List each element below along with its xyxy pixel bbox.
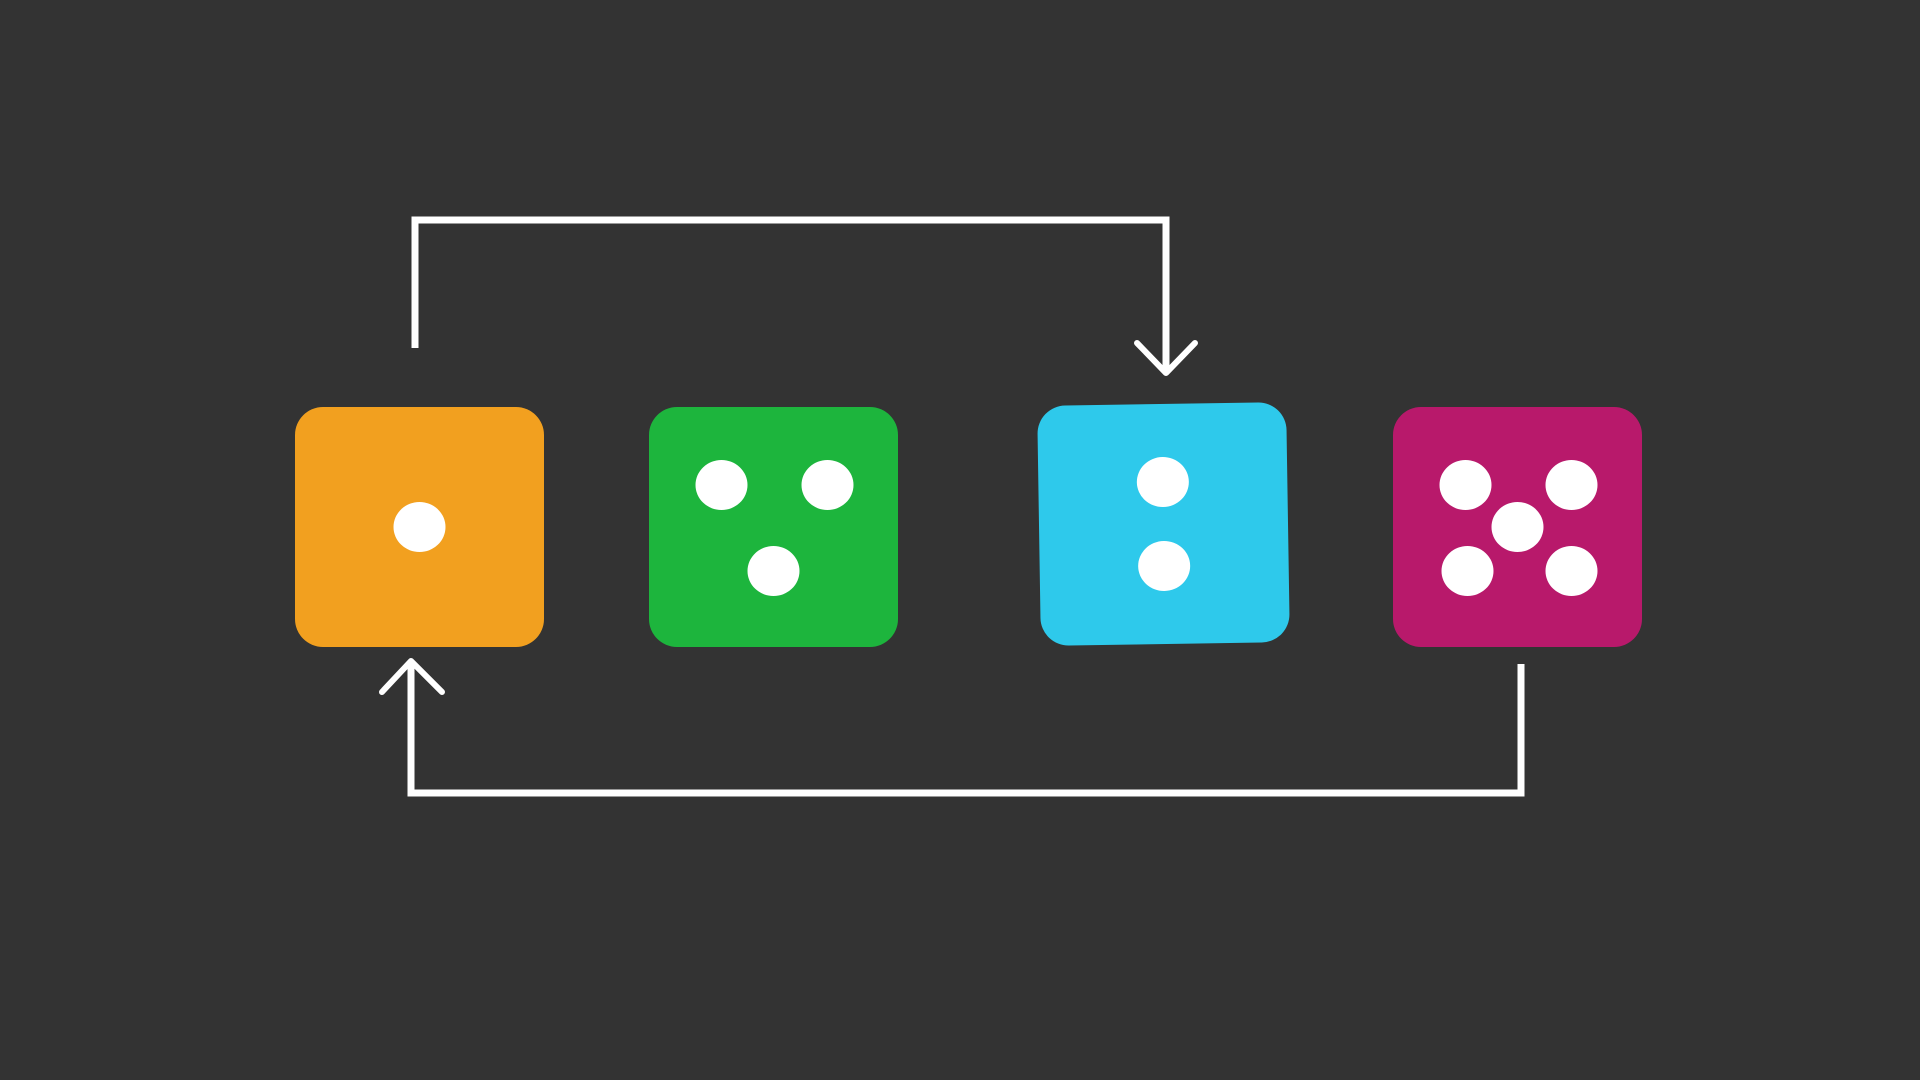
die-pip <box>1136 457 1189 508</box>
die-pip <box>801 460 854 510</box>
arrow-orange-to-cyan <box>411 216 1198 376</box>
die-pip <box>1545 460 1598 510</box>
dice-layer <box>295 402 1642 647</box>
arrowhead-down-icon <box>1134 340 1198 376</box>
magenta-die <box>1393 407 1642 647</box>
die-pip <box>1545 546 1598 596</box>
connector-line <box>411 216 1170 373</box>
die-pip <box>1491 502 1544 552</box>
die-pip <box>1138 540 1191 591</box>
die-pip <box>747 546 800 596</box>
green-die <box>649 407 898 647</box>
connector-line <box>407 662 1525 797</box>
arrow-magenta-to-orange <box>379 658 1525 797</box>
cyan-die <box>1037 402 1290 646</box>
die-face <box>1037 402 1290 646</box>
die-face <box>649 407 898 647</box>
orange-die <box>295 407 544 647</box>
die-pip <box>1439 460 1492 510</box>
die-pip <box>393 502 446 552</box>
arrowhead-up-icon <box>379 658 445 695</box>
die-pip <box>1441 546 1494 596</box>
die-pip <box>695 460 748 510</box>
